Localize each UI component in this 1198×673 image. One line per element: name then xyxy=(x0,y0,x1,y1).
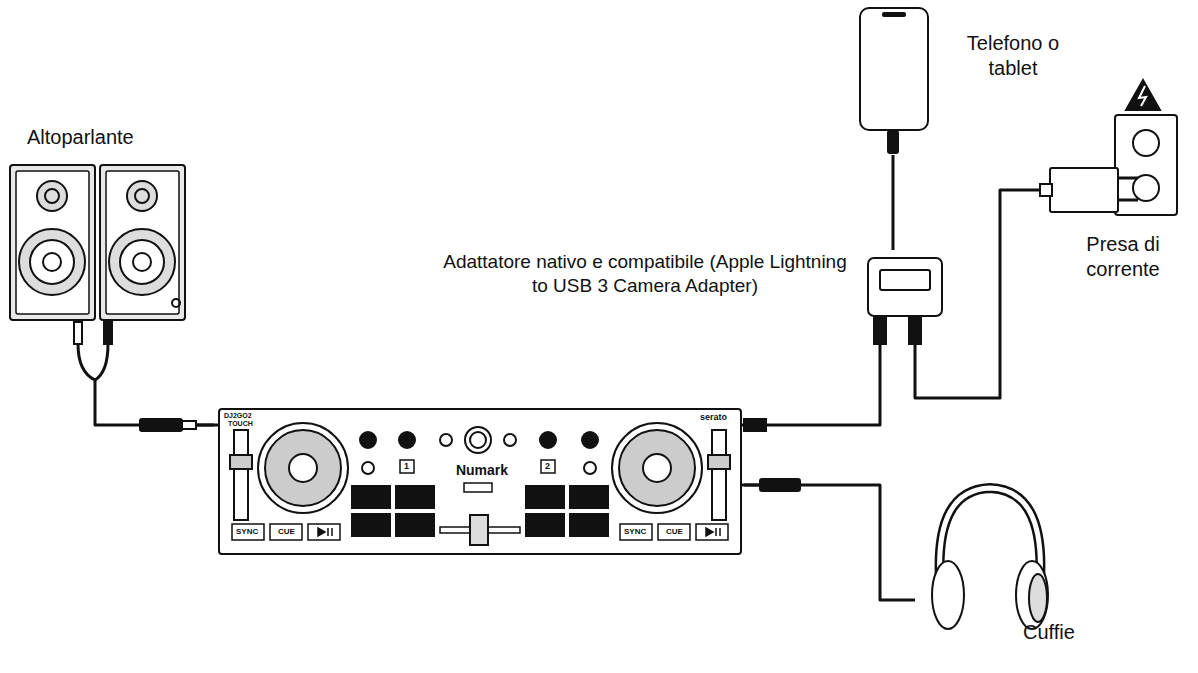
device-node: Adattatore nativo e compatibile (Apple L… xyxy=(440,250,950,345)
camera-adapter xyxy=(868,258,942,344)
device-label: Presa di corrente xyxy=(1058,232,1188,282)
device-node: Telefono o tablet xyxy=(855,5,1093,155)
panel-label: CUE xyxy=(666,528,683,536)
usb-plug xyxy=(744,419,766,431)
device-label: Numark xyxy=(450,462,514,480)
device-node: Cuffie xyxy=(915,480,1090,665)
dj-controller: Numark xyxy=(218,408,742,555)
device-label: Adattatore nativo e compatibile (Apple L… xyxy=(440,250,850,298)
panel-label: CUE xyxy=(278,528,295,536)
panel-label: SYNC xyxy=(624,528,646,536)
panel-label: TOUCH xyxy=(228,420,253,427)
cable xyxy=(892,155,895,250)
panel-label: 2 xyxy=(545,462,550,471)
phone xyxy=(860,8,928,153)
device-label: Altoparlante xyxy=(27,125,177,150)
power-outlet xyxy=(1040,80,1177,215)
panel-label: 1 xyxy=(404,462,409,471)
device-label: Cuffie xyxy=(1023,620,1087,645)
headphone-plug xyxy=(744,479,800,491)
headphones xyxy=(932,488,1048,629)
panel-label: DJ2GO2 xyxy=(224,412,252,419)
jack-plug xyxy=(140,419,214,431)
device-label: Telefono o tablet xyxy=(943,31,1083,81)
dj-controller-parts xyxy=(230,423,730,545)
device-node: Presa di corrente xyxy=(1040,72,1193,294)
cable xyxy=(742,345,880,425)
panel-label: SYNC xyxy=(236,528,258,536)
panel-label: serato xyxy=(700,413,727,422)
cable xyxy=(742,485,915,600)
speaker-pair xyxy=(10,165,185,385)
device-node: Altoparlante xyxy=(5,125,190,385)
